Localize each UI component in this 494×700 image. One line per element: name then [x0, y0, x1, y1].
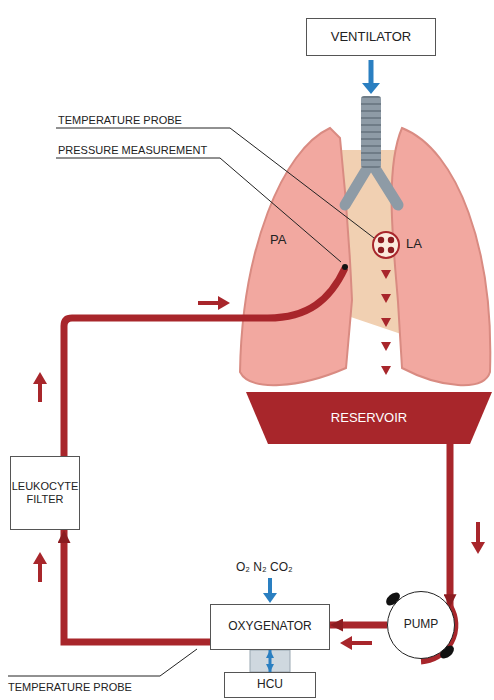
air-flow-arrow [369, 60, 374, 84]
node-text: RESERVOIR [331, 411, 407, 426]
water-lines [250, 650, 290, 672]
node-text: LEUKOCYTE FILTER [12, 480, 79, 505]
blood-tube [447, 443, 454, 607]
leader-line [56, 128, 374, 238]
vessel-label: PA [270, 233, 286, 247]
probe-label: TEMPERATURE PROBE [8, 680, 132, 694]
gas-label: O₂ N₂ CO₂ [236, 560, 293, 574]
right-lung [392, 128, 491, 385]
oxygenator-box: OXYGENATOR [210, 604, 330, 650]
node-text: VENTILATOR [331, 30, 411, 45]
node-text: OXYGENATOR [228, 620, 312, 634]
vessel-label: LA [406, 237, 422, 251]
gas-inlet-arrow [268, 578, 272, 594]
cannula-openings [378, 237, 394, 253]
la-cannula [373, 232, 399, 258]
water-flow [269, 650, 272, 672]
drainage-arrows [381, 270, 391, 375]
node-text: HCU [257, 678, 283, 692]
ventilator-box: VENTILATOR [306, 18, 436, 56]
blood-tube [64, 530, 210, 642]
bronchi [345, 162, 398, 205]
air-flow-arrowhead [362, 83, 380, 94]
pressure-point [342, 264, 348, 270]
leader-line [56, 158, 341, 262]
pump-circle: PUMP [387, 591, 455, 659]
measurement-label: PRESSURE MEASUREMENT [58, 143, 207, 157]
filter-box: LEUKOCYTE FILTER [10, 456, 80, 530]
trachea [361, 96, 381, 168]
blood-tube [330, 622, 387, 629]
probe-label: TEMPERATURE PROBE [58, 113, 182, 127]
reservoir-shape [246, 392, 492, 444]
leader-line [8, 649, 197, 676]
hcu-box: HCU [224, 672, 316, 698]
node-text: PUMP [404, 618, 439, 632]
reservoir-trapezoid: RESERVOIR [246, 392, 492, 444]
gas-inlet-arrowhead [263, 593, 277, 603]
